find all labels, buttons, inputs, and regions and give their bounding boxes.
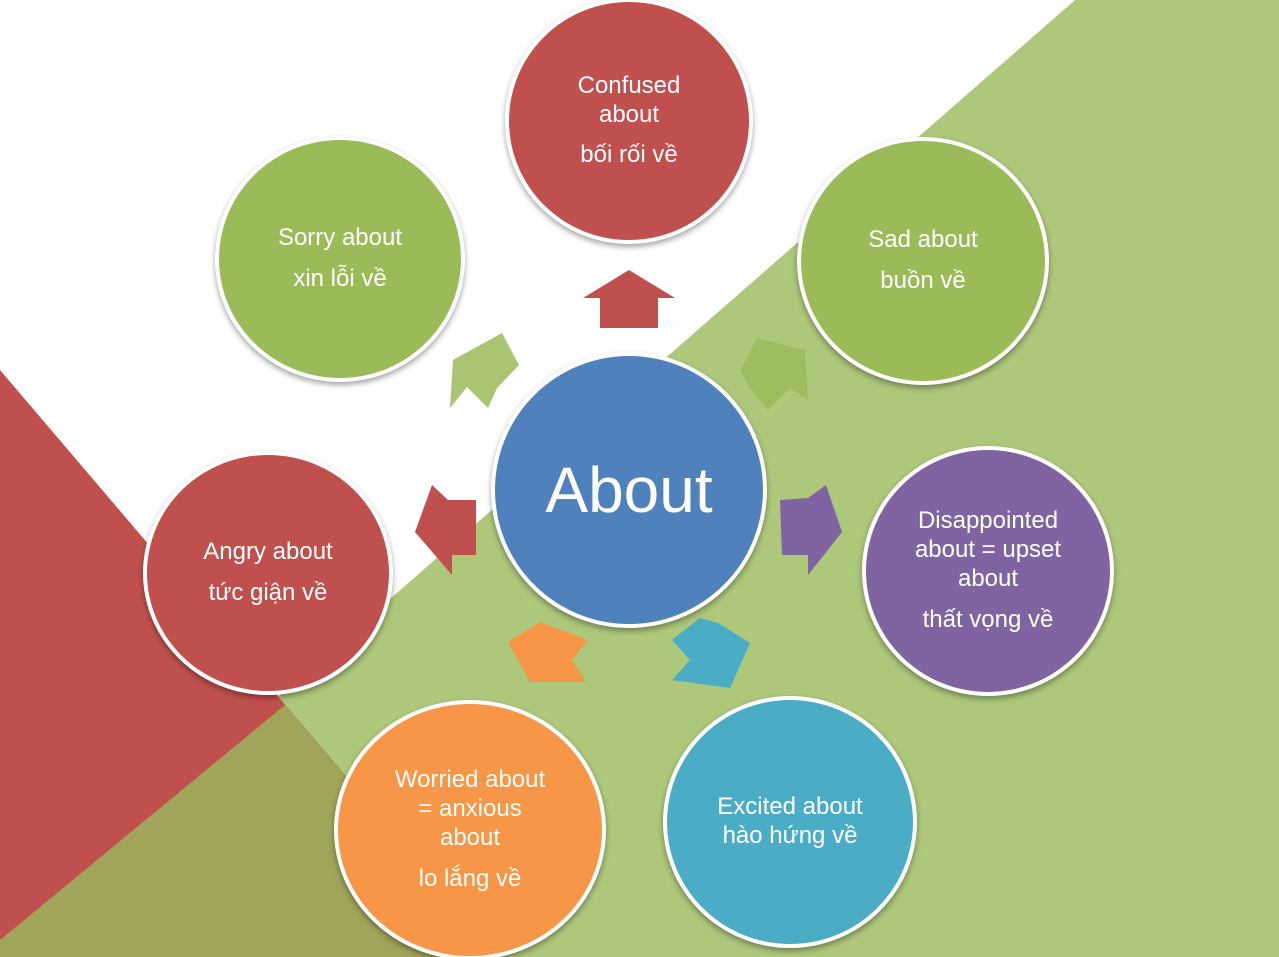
node-angry: Angry about tức giận về <box>143 451 393 695</box>
node-excited: Excited about hào hứng về <box>663 696 917 948</box>
node-worried-vi: lo lắng về <box>418 864 522 892</box>
node-disappointed-en: Disappointed about = upset about <box>914 507 1062 592</box>
center-label: About <box>545 453 713 526</box>
arrow-sorry <box>450 333 519 408</box>
node-worried: Worried about = anxious about lo lắng về <box>334 700 606 957</box>
node-sorry-en: Sorry about <box>277 224 403 252</box>
arrow-excited <box>672 618 750 688</box>
node-worried-en: Worried about = anxious about <box>394 766 546 851</box>
node-confused-vi: bối rối về <box>580 141 678 169</box>
node-angry-en: Angry about <box>203 538 333 566</box>
node-angry-vi: tức giận về <box>208 579 328 606</box>
arrow-worried <box>508 622 588 682</box>
node-sorry-vi: xin lỗi về <box>293 265 387 292</box>
node-confused: Confused about bối rối về <box>505 0 753 244</box>
node-sad-en: Sad about <box>868 226 978 254</box>
arrow-angry <box>415 485 476 575</box>
node-sorry: Sorry about xin lỗi về <box>215 136 465 382</box>
node-excited-en: Excited about <box>717 793 863 821</box>
center-node-about: About <box>491 352 767 628</box>
arrow-up-confused <box>583 270 675 328</box>
arrow-disappointed <box>780 485 842 575</box>
node-excited-vi: hào hứng về <box>722 822 858 849</box>
node-sad-vi: buồn về <box>880 267 966 294</box>
node-disappointed: Disappointed about = upset about thất vọ… <box>862 446 1114 696</box>
arrow-sad <box>740 338 808 410</box>
node-disappointed-vi: thất vọng về <box>922 605 1054 633</box>
node-sad: Sad about buồn về <box>797 137 1049 385</box>
node-confused-en: Confused about <box>577 71 681 128</box>
